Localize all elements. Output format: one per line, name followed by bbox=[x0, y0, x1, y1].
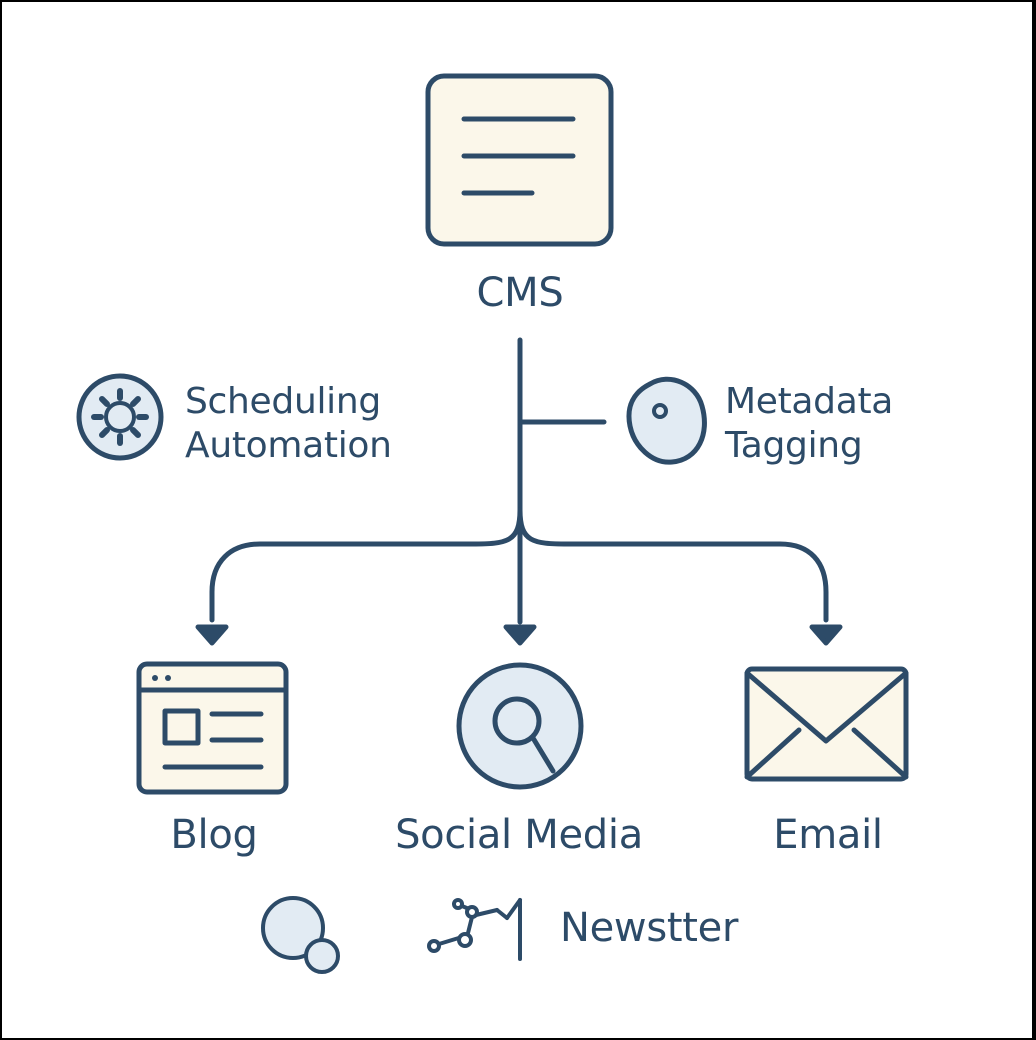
feature-right-line1: Metadata bbox=[725, 381, 894, 422]
magnifier-icon bbox=[456, 662, 584, 790]
browser-window-icon bbox=[136, 661, 289, 795]
blog-label: Blog bbox=[170, 812, 258, 858]
tag-icon bbox=[626, 376, 707, 465]
envelope-icon bbox=[744, 666, 909, 782]
arrow-to-blog bbox=[195, 507, 523, 646]
feature-right-line2: Tagging bbox=[725, 425, 863, 466]
email-label: Email bbox=[773, 812, 883, 858]
cms-label: CMS bbox=[476, 270, 564, 316]
feature-left-line2: Automation bbox=[185, 425, 392, 466]
newsletter-label: Newstter bbox=[560, 905, 739, 951]
arrow-to-social-media bbox=[503, 507, 537, 646]
document-icon bbox=[425, 73, 614, 247]
arrow-to-email bbox=[517, 507, 843, 646]
graph-nodes-icon bbox=[427, 898, 522, 961]
metadata-tagging-label: Metadata Tagging bbox=[725, 380, 893, 468]
bubbles-icon bbox=[261, 896, 340, 974]
gear-icon bbox=[76, 373, 164, 461]
social-media-label: Social Media bbox=[395, 812, 643, 858]
feature-left-line1: Scheduling bbox=[185, 381, 381, 422]
scheduling-automation-label: Scheduling Automation bbox=[185, 380, 392, 468]
